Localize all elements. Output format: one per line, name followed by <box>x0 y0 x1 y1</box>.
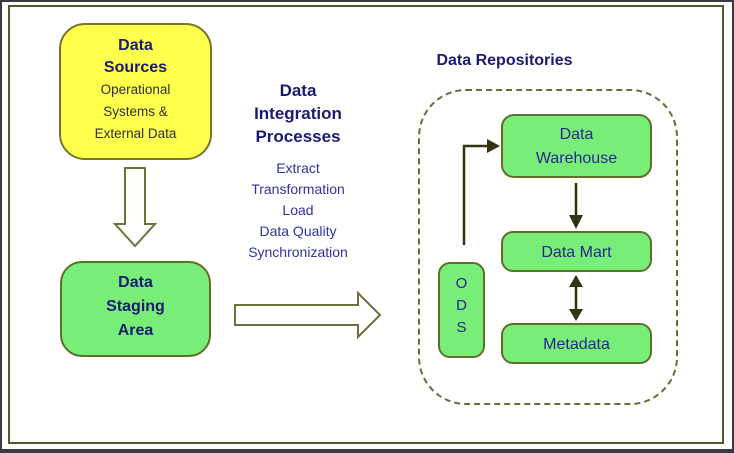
diagram-frame <box>8 5 724 444</box>
data-sources-box: Data Sources Operational Systems & Exter… <box>59 23 212 160</box>
process-item: Load <box>282 202 314 218</box>
integration-heading-line: Integration <box>254 104 342 123</box>
data-warehouse-label-line: Data <box>559 126 594 143</box>
process-item: Extract <box>276 160 320 176</box>
data-sources-subtitle-line: External Data <box>94 126 177 141</box>
data-staging-title-line: Staging <box>106 298 165 315</box>
mart-metadata-double-arrow-icon <box>569 275 583 321</box>
process-item: Data Quality <box>259 223 337 239</box>
down-flow-arrow-icon <box>112 167 158 248</box>
data-sources-subtitle-line: Operational <box>100 82 171 97</box>
integration-process-list: Extract Transformation Load Data Quality… <box>213 158 383 263</box>
ods-letter: D <box>456 297 467 314</box>
data-repositories-title: Data Repositories <box>436 52 573 69</box>
metadata-label: Metadata <box>543 336 610 353</box>
data-sources-title-line: Sources <box>103 59 168 76</box>
data-mart-label: Data Mart <box>541 244 612 261</box>
integration-heading-line: Processes <box>255 127 341 146</box>
ods-box: O D S <box>438 262 485 358</box>
data-mart-box: Data Mart <box>501 231 652 272</box>
integration-processes-heading: Data Integration Processes <box>213 79 383 148</box>
data-warehouse-label-line: Warehouse <box>535 150 618 167</box>
ods-letter: S <box>456 319 467 336</box>
process-item: Transformation <box>251 181 345 197</box>
data-staging-title-line: Data <box>118 274 153 291</box>
warehouse-to-mart-arrow-icon <box>569 183 583 229</box>
data-warehouse-box: Data Warehouse <box>501 114 652 178</box>
ods-letter: O <box>455 275 468 292</box>
data-staging-area-box: Data Staging Area <box>60 261 211 357</box>
right-flow-arrow-icon <box>234 290 382 340</box>
data-staging-title-line: Area <box>117 322 154 339</box>
data-repositories-container <box>418 89 678 405</box>
ods-to-warehouse-arrow-icon <box>462 139 500 245</box>
metadata-box: Metadata <box>501 323 652 364</box>
process-item: Synchronization <box>248 244 348 260</box>
integration-heading-line: Data <box>279 81 317 100</box>
data-sources-subtitle-line: Systems & <box>103 104 168 119</box>
data-sources-title-line: Data <box>118 37 153 54</box>
